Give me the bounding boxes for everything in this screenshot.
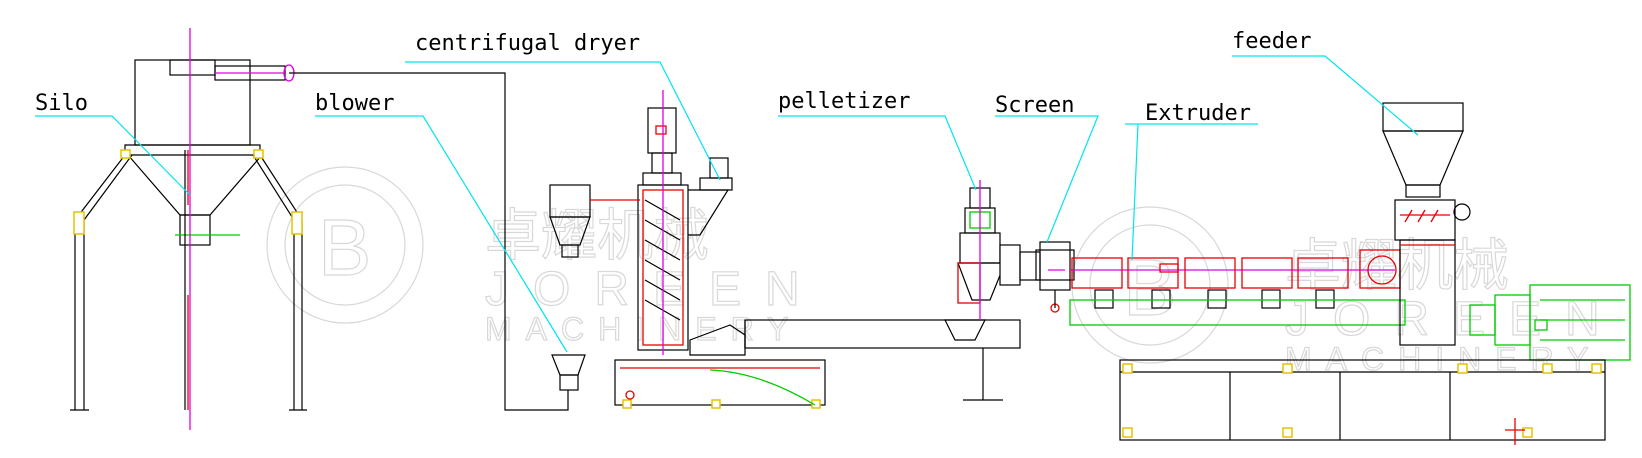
watermark-left: B 卓耀机械 JOREEN MACHINERY — [266, 166, 824, 348]
leader-extruder — [1125, 123, 1258, 261]
label-centrifugal-dryer: centrifugal dryer — [415, 31, 640, 56]
label-blower: blower — [315, 91, 394, 116]
screen-changer — [1035, 241, 1075, 313]
watermark-logo-letter: B — [318, 203, 371, 292]
extruder — [1069, 239, 1631, 445]
feeder — [1382, 102, 1471, 241]
blower — [289, 72, 586, 411]
watermark-en: JOREEN — [485, 263, 824, 316]
label-pelletizer: pelletizer — [778, 89, 910, 114]
leader-centrifugal-dryer — [405, 61, 721, 181]
label-silo: Silo — [35, 91, 88, 116]
leader-lines — [35, 55, 1419, 353]
watermark-en-sub: MACHINERY — [485, 311, 802, 347]
leader-screen — [995, 115, 1099, 243]
leader-feeder — [1232, 55, 1419, 136]
pelletizer — [744, 180, 1041, 401]
watermark-cn: 卓耀机械 — [1285, 234, 1509, 297]
label-extruder: Extruder — [1145, 101, 1251, 126]
silo — [70, 28, 307, 430]
leader-blower — [315, 115, 568, 353]
centrifugal-dryer — [549, 90, 826, 409]
leader-pelletizer — [778, 115, 977, 191]
label-feeder: feeder — [1232, 29, 1311, 54]
watermark-logo-icon — [266, 166, 424, 324]
label-screen: Screen — [995, 93, 1074, 118]
watermark-right: B 卓耀机械 JOREEN MACHINERY — [1071, 206, 1600, 378]
leader-silo — [35, 115, 191, 196]
